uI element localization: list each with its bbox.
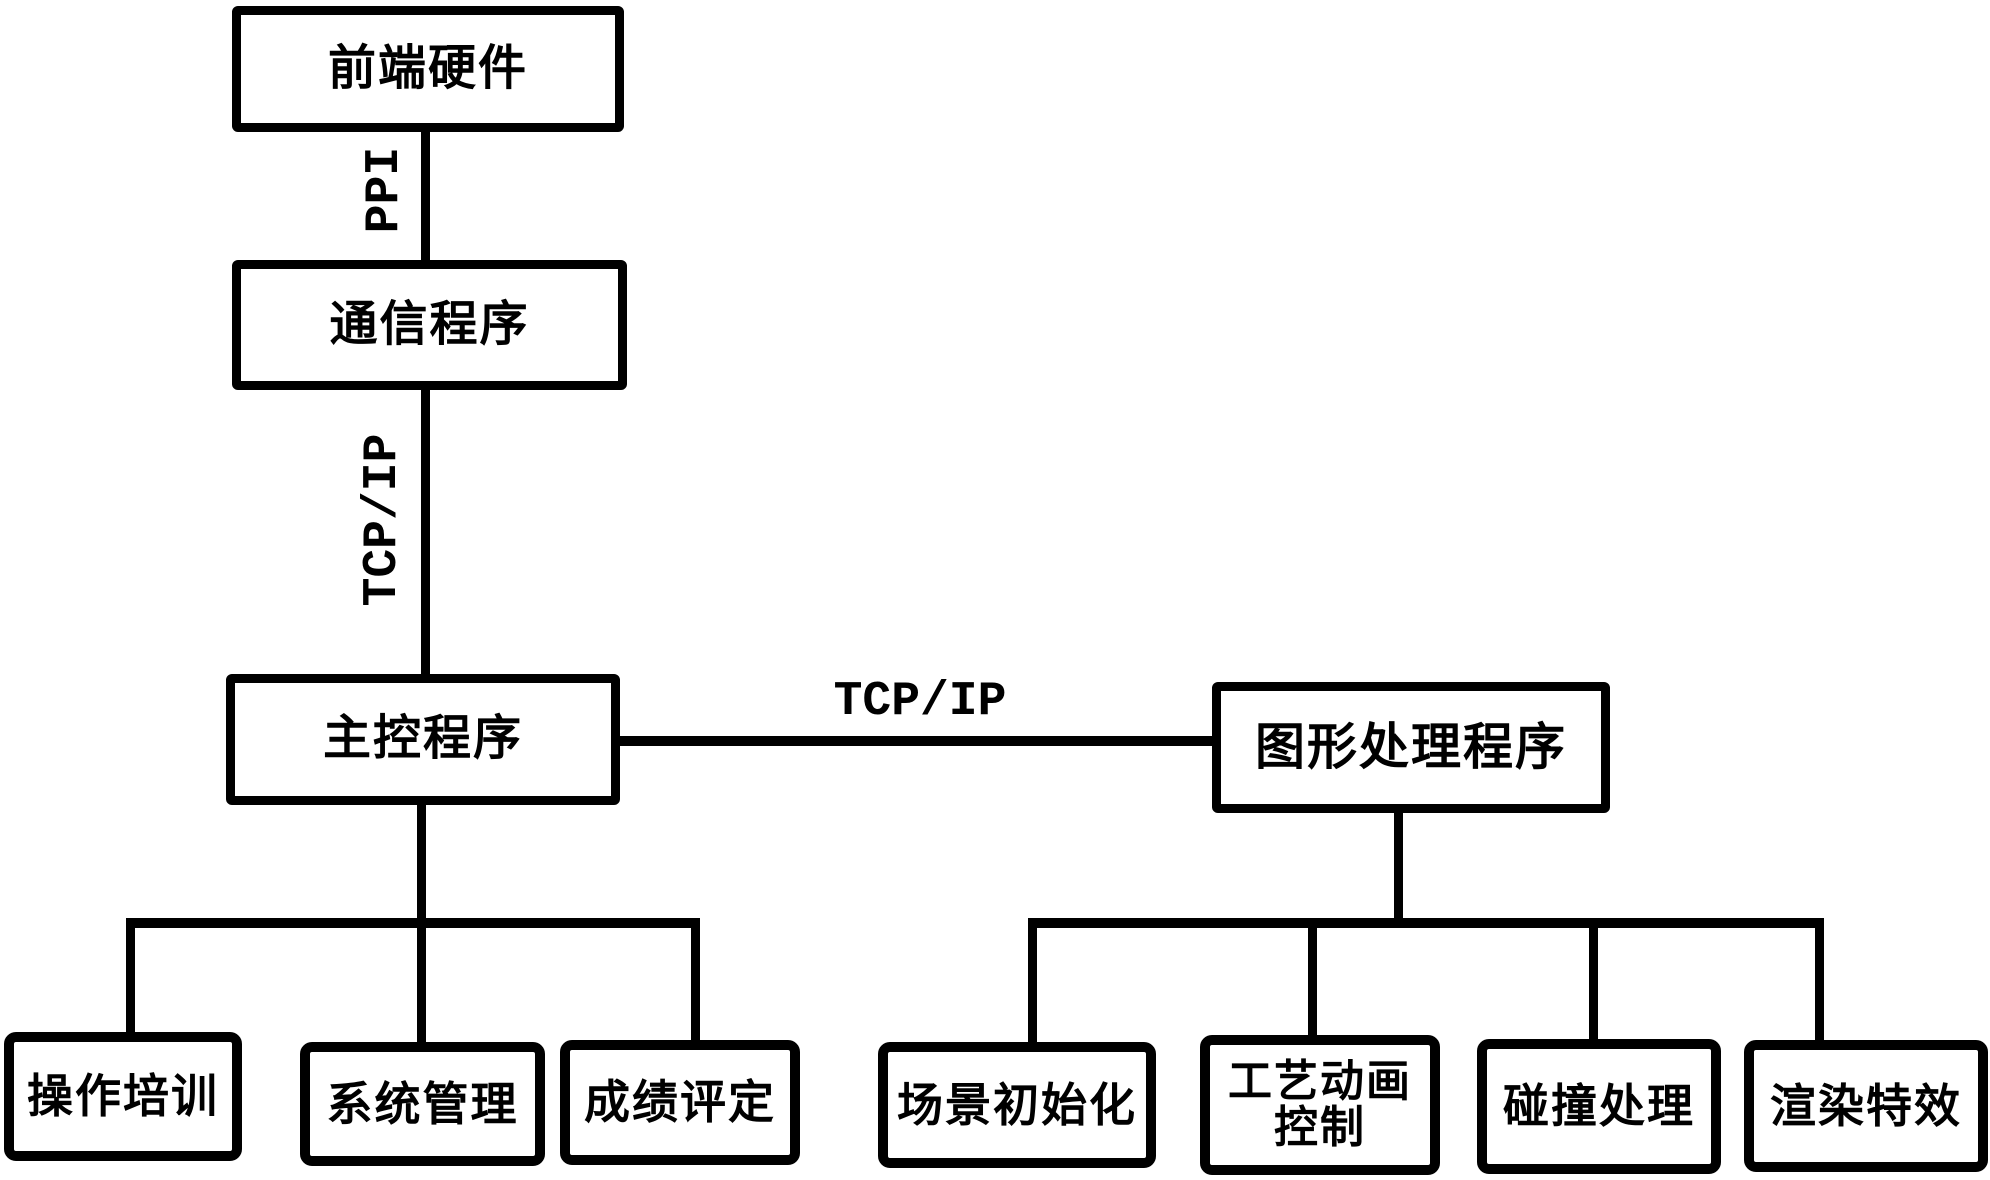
connector-right-branch-horizontal xyxy=(1028,918,1824,928)
node-operation-training: 操作培训 xyxy=(4,1032,242,1161)
node-label-line2: 控制 xyxy=(1274,1103,1366,1152)
node-label: 工艺动画 控制 xyxy=(1228,1059,1412,1151)
connector-drop-rendering xyxy=(1815,918,1824,1042)
node-label: 渲染特效 xyxy=(1770,1082,1962,1130)
node-collision-processing: 碰撞处理 xyxy=(1477,1039,1721,1174)
node-label: 主控程序 xyxy=(323,714,523,764)
connector-drop-score-evaluation xyxy=(691,918,700,1042)
node-system-management: 系统管理 xyxy=(300,1042,545,1166)
edge-label-tcpip-horizontal: TCP/IP xyxy=(820,674,1020,730)
node-label-line1: 工艺动画 xyxy=(1228,1057,1412,1106)
node-main-control-program: 主控程序 xyxy=(226,674,620,805)
node-label: 通信程序 xyxy=(329,300,529,350)
edge-label-tcpip-vertical: TCP/IP xyxy=(353,410,413,630)
node-label: 图形处理程序 xyxy=(1255,721,1567,774)
node-label: 成绩评定 xyxy=(584,1078,776,1126)
node-label: 碰撞处理 xyxy=(1503,1082,1695,1130)
connector-drop-animation-control xyxy=(1308,918,1317,1038)
node-process-animation-control: 工艺动画 控制 xyxy=(1200,1035,1440,1175)
connector-comm-to-main xyxy=(421,388,430,676)
connector-graphics-down xyxy=(1394,811,1403,922)
node-label: 系统管理 xyxy=(327,1080,519,1128)
node-scene-initialization: 场景初始化 xyxy=(878,1042,1156,1168)
node-label: 操作培训 xyxy=(27,1072,219,1120)
connector-drop-operation-training xyxy=(126,918,135,1034)
connector-drop-scene-init xyxy=(1028,918,1037,1044)
node-label: 场景初始化 xyxy=(897,1081,1137,1129)
connector-main-to-graphics xyxy=(618,736,1214,746)
connector-hardware-to-comm xyxy=(421,131,430,262)
node-score-evaluation: 成绩评定 xyxy=(560,1040,800,1165)
connector-left-branch-horizontal xyxy=(126,918,700,928)
node-label: 前端硬件 xyxy=(328,44,528,94)
node-communication-program: 通信程序 xyxy=(232,260,627,390)
node-front-end-hardware: 前端硬件 xyxy=(232,6,624,132)
node-rendering-effects: 渲染特效 xyxy=(1744,1040,1988,1172)
connector-drop-collision xyxy=(1589,918,1598,1041)
node-graphics-processing-program: 图形处理程序 xyxy=(1212,682,1610,813)
